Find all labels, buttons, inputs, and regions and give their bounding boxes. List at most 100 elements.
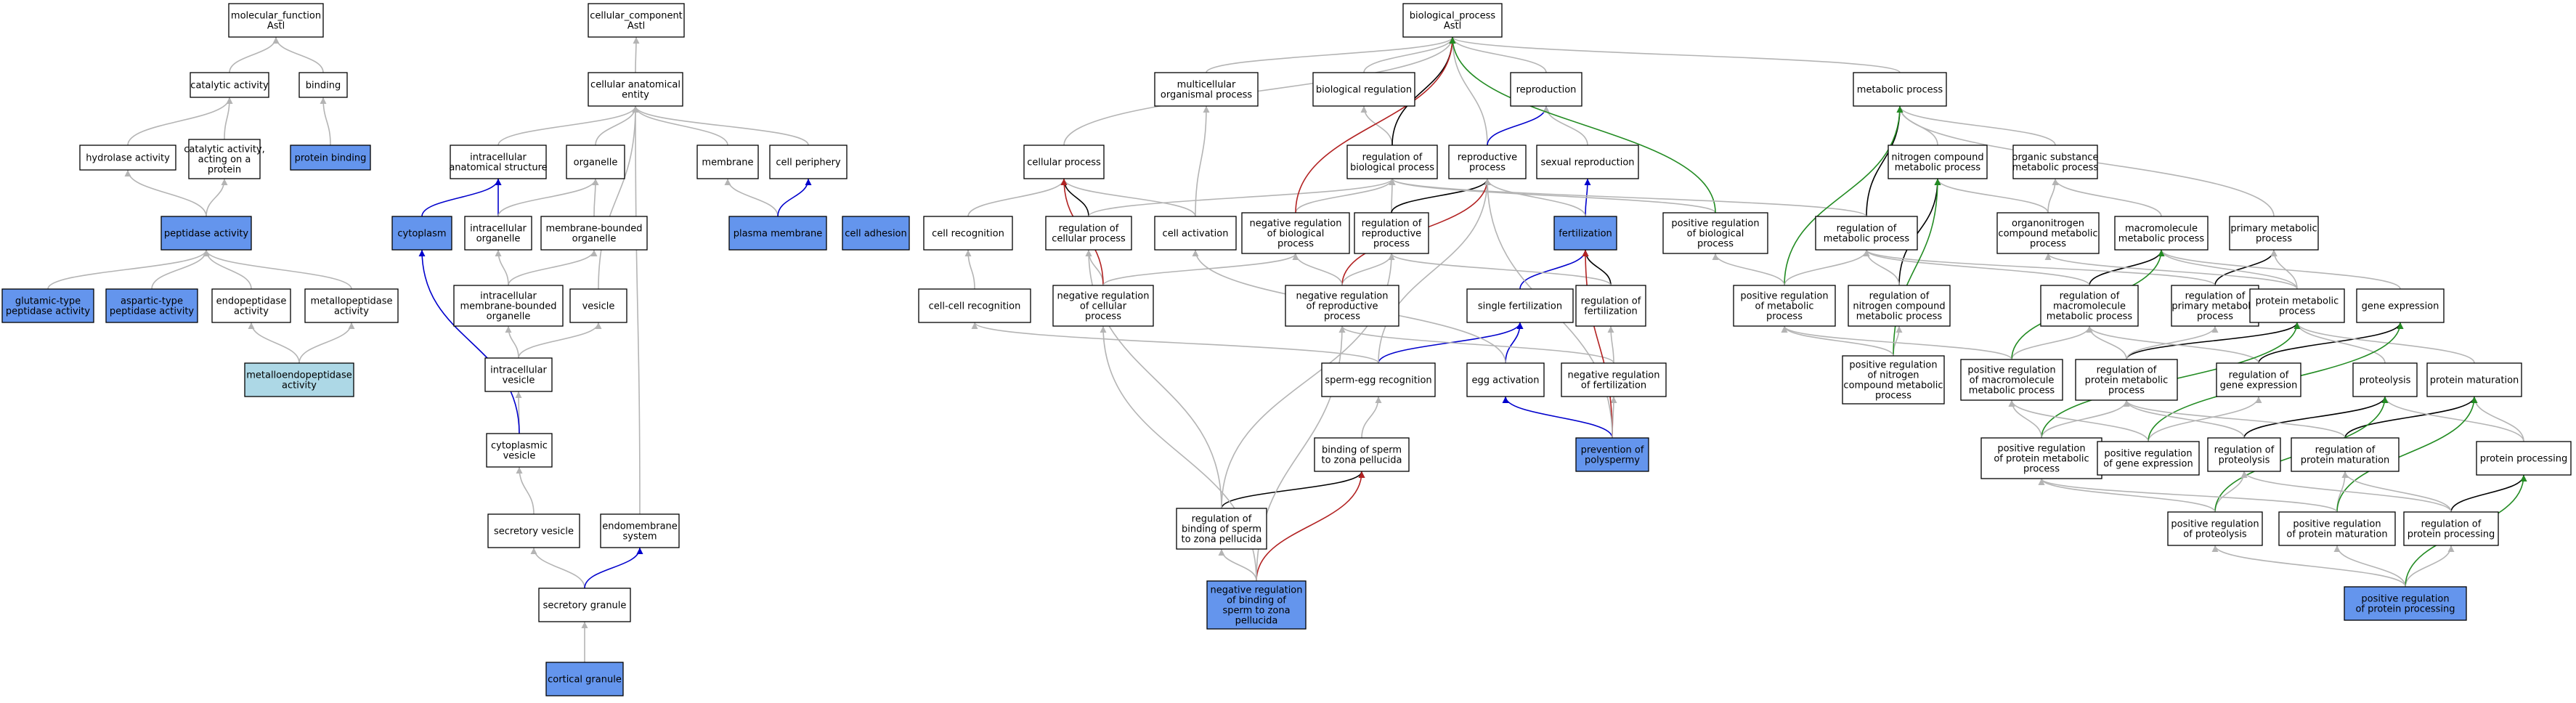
go-term-node-protproc[interactable]: protein processing [2476,441,2572,476]
go-term-node-geneexp[interactable]: gene expression [2356,288,2445,323]
go-term-label-line: peptidase activity [6,306,91,317]
go-term-node-cellperiph[interactable]: cell periphery [769,145,848,179]
go-term-node-binding[interactable]: binding [298,72,348,98]
go-term-node-reproduction[interactable]: reproduction [1510,72,1582,107]
go-term-node-secgran[interactable]: secretory granule [538,588,631,622]
go-term-node-singfert[interactable]: single fertilization [1466,288,1574,323]
go-term-node-cellact[interactable]: cell activation [1154,216,1237,251]
go-term-node-hydrolase[interactable]: hydrolase activity [79,145,176,171]
go-term-label-line: regulation of [1192,514,1252,525]
go-term-node-spermegg[interactable]: sperm-egg recognition [1321,362,1436,397]
go-term-node-bioreg[interactable]: biological regulation [1312,72,1415,107]
go-term-node-secves[interactable]: secretory vesicle [487,513,580,548]
go-term-node-cellproc[interactable]: cellular process [1023,145,1105,179]
go-term-node-proteolysis[interactable]: proteolysis [2352,362,2418,397]
go-term-label-line: metabolic process [1969,386,2055,397]
go-term-label-line: process [2108,386,2145,397]
go-term-node-cellcell[interactable]: cell-cell recognition [918,288,1031,323]
go-term-node-sexrepro[interactable]: sexual reproduction [1536,145,1639,179]
go-term-node-protmat[interactable]: protein maturation [2426,362,2522,397]
go-term-node-peptidase[interactable]: peptidase activity [161,216,252,251]
go-term-node-metabolic[interactable]: metabolic process [1853,72,1947,107]
go-term-node-cytoplasm[interactable]: cytoplasm [391,216,452,251]
go-term-box [1466,288,1574,323]
go-term-label-line: of nitrogen [1867,370,1919,381]
go-term-label-line: metabolic process [2012,163,2099,174]
go-term-node-cortgran[interactable]: cortical granule [545,662,624,696]
go-term-node-vesicle[interactable]: vesicle [569,288,627,323]
go-term-node-protbind[interactable]: protein binding [290,145,371,171]
go-term-box [588,3,685,38]
go-term-node-membrane[interactable]: membrane [696,145,759,179]
go-term-node-organelle[interactable]: organelle [566,145,625,179]
go-term-label-line: metabolic process [1856,312,1943,322]
go-term-node-celladh[interactable]: cell adhesion [842,216,910,251]
go-term-label-line: process [2256,234,2292,245]
go-term-box [588,72,683,107]
go-term-node-cellrecog[interactable]: cell recognition [923,216,1013,251]
go-term-label-line: membrane [702,158,753,168]
go-term-node-catact[interactable]: catalytic activity [190,72,269,98]
edge-regproteo-to-proteolysis [2243,396,2389,439]
go-term-label-line: metabolic process [1824,234,1910,245]
go-term-node-eggact[interactable]: egg activation [1466,362,1545,397]
go-term-node-fert[interactable]: fertilization [1553,216,1617,251]
go-term-node-plasmamem[interactable]: plasma membrane [728,216,827,251]
